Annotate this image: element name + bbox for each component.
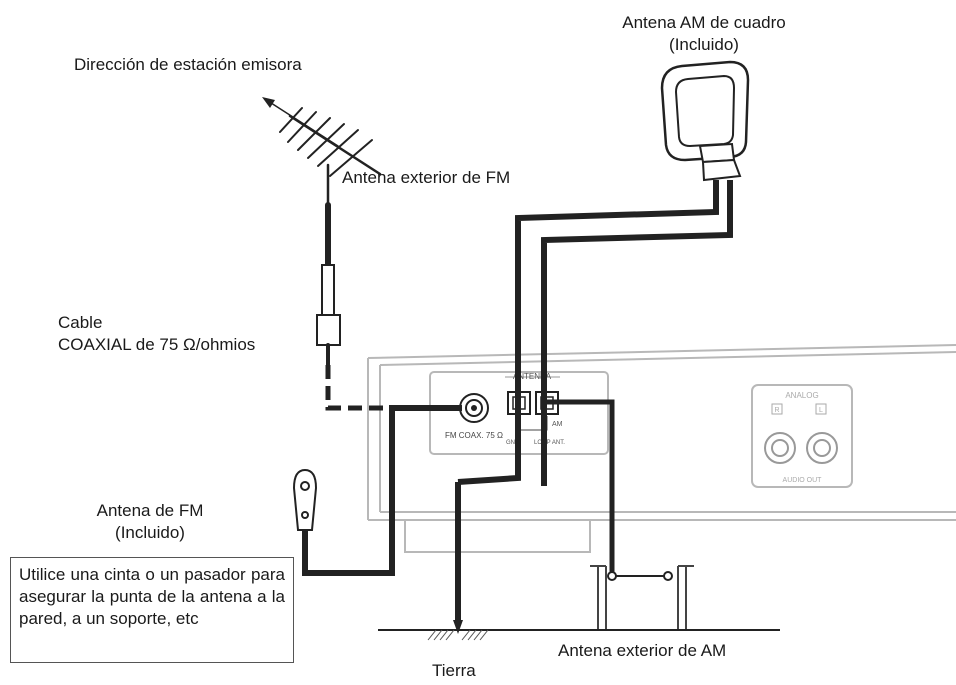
- label-fm-antenna-title: Antena de FM: [96, 501, 204, 520]
- note-text: Utilice una cinta o un pasador para aseg…: [19, 565, 285, 628]
- panel-audio-out-label: AUDIO OUT: [783, 477, 823, 484]
- label-ground: Tierra: [432, 661, 476, 680]
- ground-spike: [453, 620, 463, 634]
- coax-cable-dashed: [325, 365, 400, 411]
- ground-hatch: [427, 629, 489, 641]
- label-am-loop-title: Antena AM de cuadro: [622, 13, 786, 32]
- am-loop-antenna: [660, 60, 750, 182]
- audio-out-panel: ANALOG R L AUDIO OUT: [764, 391, 838, 484]
- label-am-outdoor: Antena exterior de AM: [558, 641, 727, 660]
- panel-analog-label: ANALOG: [785, 391, 818, 400]
- receiver-unit: [367, 344, 956, 553]
- panel-fm-coax-label: FM COAX. 75 Ω: [445, 431, 503, 440]
- antenna-terminal-block: ANTENNA FM COAX. 75 Ω AM GND LOOP ANT.: [445, 372, 565, 446]
- panel-gnd-label: GND: [506, 440, 520, 446]
- panel-loop-ant-label: LOOP ANT.: [534, 440, 565, 446]
- label-fm-antenna-included: (Incluido): [115, 523, 185, 542]
- am-outdoor-antenna: [590, 565, 694, 630]
- label-coax-line1: Cable: [58, 313, 103, 332]
- am-outdoor-wire: [544, 399, 615, 576]
- fm-outdoor-antenna: [262, 97, 382, 367]
- label-coax-line2: COAXIAL de 75 Ω/ohmios: [58, 335, 256, 354]
- panel-l-label: L: [819, 407, 823, 414]
- fm-indoor-cable: [302, 405, 462, 576]
- label-direction: Dirección de estación emisora: [74, 55, 302, 74]
- label-am-loop-included: (Incluido): [669, 35, 739, 54]
- note-box: Utilice una cinta o un pasador para aseg…: [10, 557, 294, 663]
- panel-r-label: R: [774, 407, 779, 414]
- am-loop-wire-1: [457, 180, 719, 485]
- am-loop-wire-2: [541, 180, 733, 486]
- fm-indoor-antenna: [292, 468, 318, 531]
- panel-am-label: AM: [552, 421, 563, 428]
- label-fm-outdoor: Antena exterior de FM: [342, 168, 511, 187]
- panel-antenna-label: ANTENNA: [513, 372, 552, 381]
